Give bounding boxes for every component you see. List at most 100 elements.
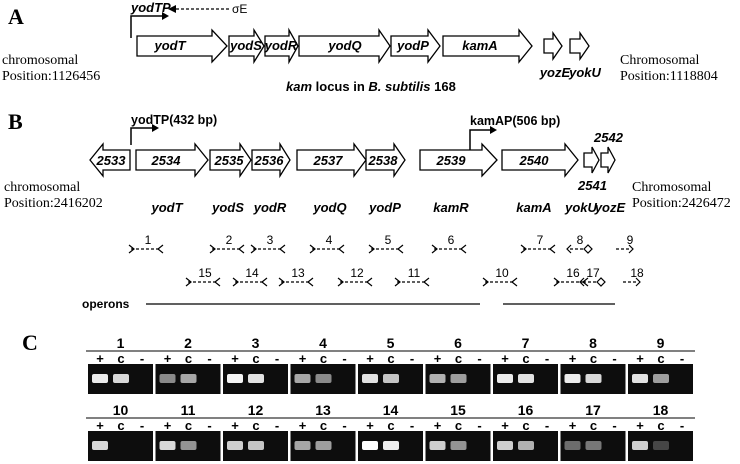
sigma-factor-label: σE [232,2,247,16]
lane-label-minus: - [477,418,481,433]
gel-band [497,374,513,383]
lane-label-minus: - [140,351,144,366]
lane-label-plus: + [569,418,577,433]
gene-num-2537: 2537 [313,153,344,168]
gel-band [429,374,446,383]
gene-arrow-2535 [209,141,252,179]
gel-number-10: 10 [113,402,129,418]
lane-label-minus: - [140,418,144,433]
panel-a-right-position: Position:1118804 [620,69,718,84]
gene-num-2536: 2536 [254,153,285,168]
gene-label-kamA: kamA [462,38,497,53]
lane-label-minus: - [342,351,346,366]
lane-label-plus: + [299,418,307,433]
lane-label-plus: + [434,418,442,433]
panel-a-right-position-title: Chromosomal [620,53,699,68]
lane-label-minus: - [207,351,211,366]
gel-5: 5+c- [356,335,425,394]
gel-number-4: 4 [319,335,327,351]
lane-label-minus: - [342,418,346,433]
promoter-yodT-label: yodTP(432 bp) [131,113,217,127]
lane-label-c: c [387,418,394,433]
lane-label-plus: + [96,351,104,366]
gel-band [450,374,467,383]
gel-8: 8+c- [558,335,628,394]
panel-a-promoter-label: yodTP [130,0,171,15]
gene-label-yodP: yodP [396,38,429,53]
panel-a-label: A [8,4,24,29]
lane-label-c: c [252,351,259,366]
primer-label-18: 18 [630,266,644,280]
gene-num-2539: 2539 [436,153,467,168]
primer-pair-18: 18 [623,266,644,287]
gel-band [653,374,669,383]
lane-label-plus: + [636,351,644,366]
primer-label-12: 12 [350,266,364,280]
gel-number-2: 2 [184,335,192,351]
lane-label-c: c [657,418,664,433]
gene-name-yodS: yodS [211,200,244,215]
lane-label-minus: - [275,418,279,433]
gene-arrow-2533 [89,142,131,178]
lane-label-plus: + [366,418,374,433]
gene-label-yodT: yodT [153,38,186,53]
gel-15: 15+c- [423,402,493,461]
gel-band [315,441,332,450]
primer-pair-8: 8 [566,233,593,254]
primer-pair-6: 6 [431,233,467,254]
gel-17: 17+c- [558,402,628,461]
lane-label-minus: - [207,418,211,433]
gene-arrow-2541 [583,146,600,174]
gel-band [564,441,581,450]
primer-label-13: 13 [291,266,305,280]
gene-num-2535: 2535 [214,153,245,168]
primer-label-9: 9 [627,233,634,247]
primer-label-14: 14 [245,266,259,280]
primer-label-3: 3 [267,233,274,247]
promoter-kamA-label: kamAP(506 bp) [470,114,560,128]
gene-label-yozE: yozE [539,65,571,80]
gene-num-2534: 2534 [151,153,182,168]
gel-number-11: 11 [181,402,196,418]
panel-b-left-position: Position:2416202 [4,196,103,211]
gel-band [159,374,176,383]
lane-label-c: c [185,418,192,433]
gene-num-2542: 2542 [593,130,624,145]
primer-label-17: 17 [586,266,600,280]
primer-pair-10: 10 [482,266,518,287]
primer-label-1: 1 [145,233,152,247]
gel-10: 10+c- [86,402,155,461]
gel-band [294,441,311,450]
lane-label-plus: + [636,418,644,433]
gel-band [362,441,378,450]
lane-label-c: c [185,351,192,366]
panel-a-left-position: Position:1126456 [2,69,100,84]
primer-pair-14: 14 [232,266,268,287]
primer-pair-15: 15 [185,266,221,287]
gene-arrow-2536 [251,141,291,179]
gel-band [497,441,513,450]
gel-band [92,441,108,450]
gene-label-yodQ: yodQ [327,38,361,53]
primer-label-16: 16 [566,266,580,280]
gene-name-yodQ: yodQ [312,200,346,215]
lane-label-c: c [455,351,462,366]
lane-label-plus: + [164,351,172,366]
lane-label-plus: + [434,351,442,366]
primer-label-2: 2 [226,233,233,247]
primer-label-11: 11 [408,266,421,280]
panel-a-promoter: yodTP σE [130,0,247,38]
gene-arrow-2537 [296,142,367,178]
primer-pair-2: 2 [209,233,245,254]
gel-16: 16+c- [491,402,560,461]
gel-band [632,441,648,450]
gel-number-1: 1 [117,335,125,351]
primer-label-10: 10 [495,266,509,280]
gel-band [450,441,467,450]
gene-arrow-2534 [135,142,209,178]
lane-label-plus: + [501,418,509,433]
lane-label-c: c [320,418,327,433]
primer-pair-7: 7 [520,233,556,254]
gel-band [248,441,264,450]
